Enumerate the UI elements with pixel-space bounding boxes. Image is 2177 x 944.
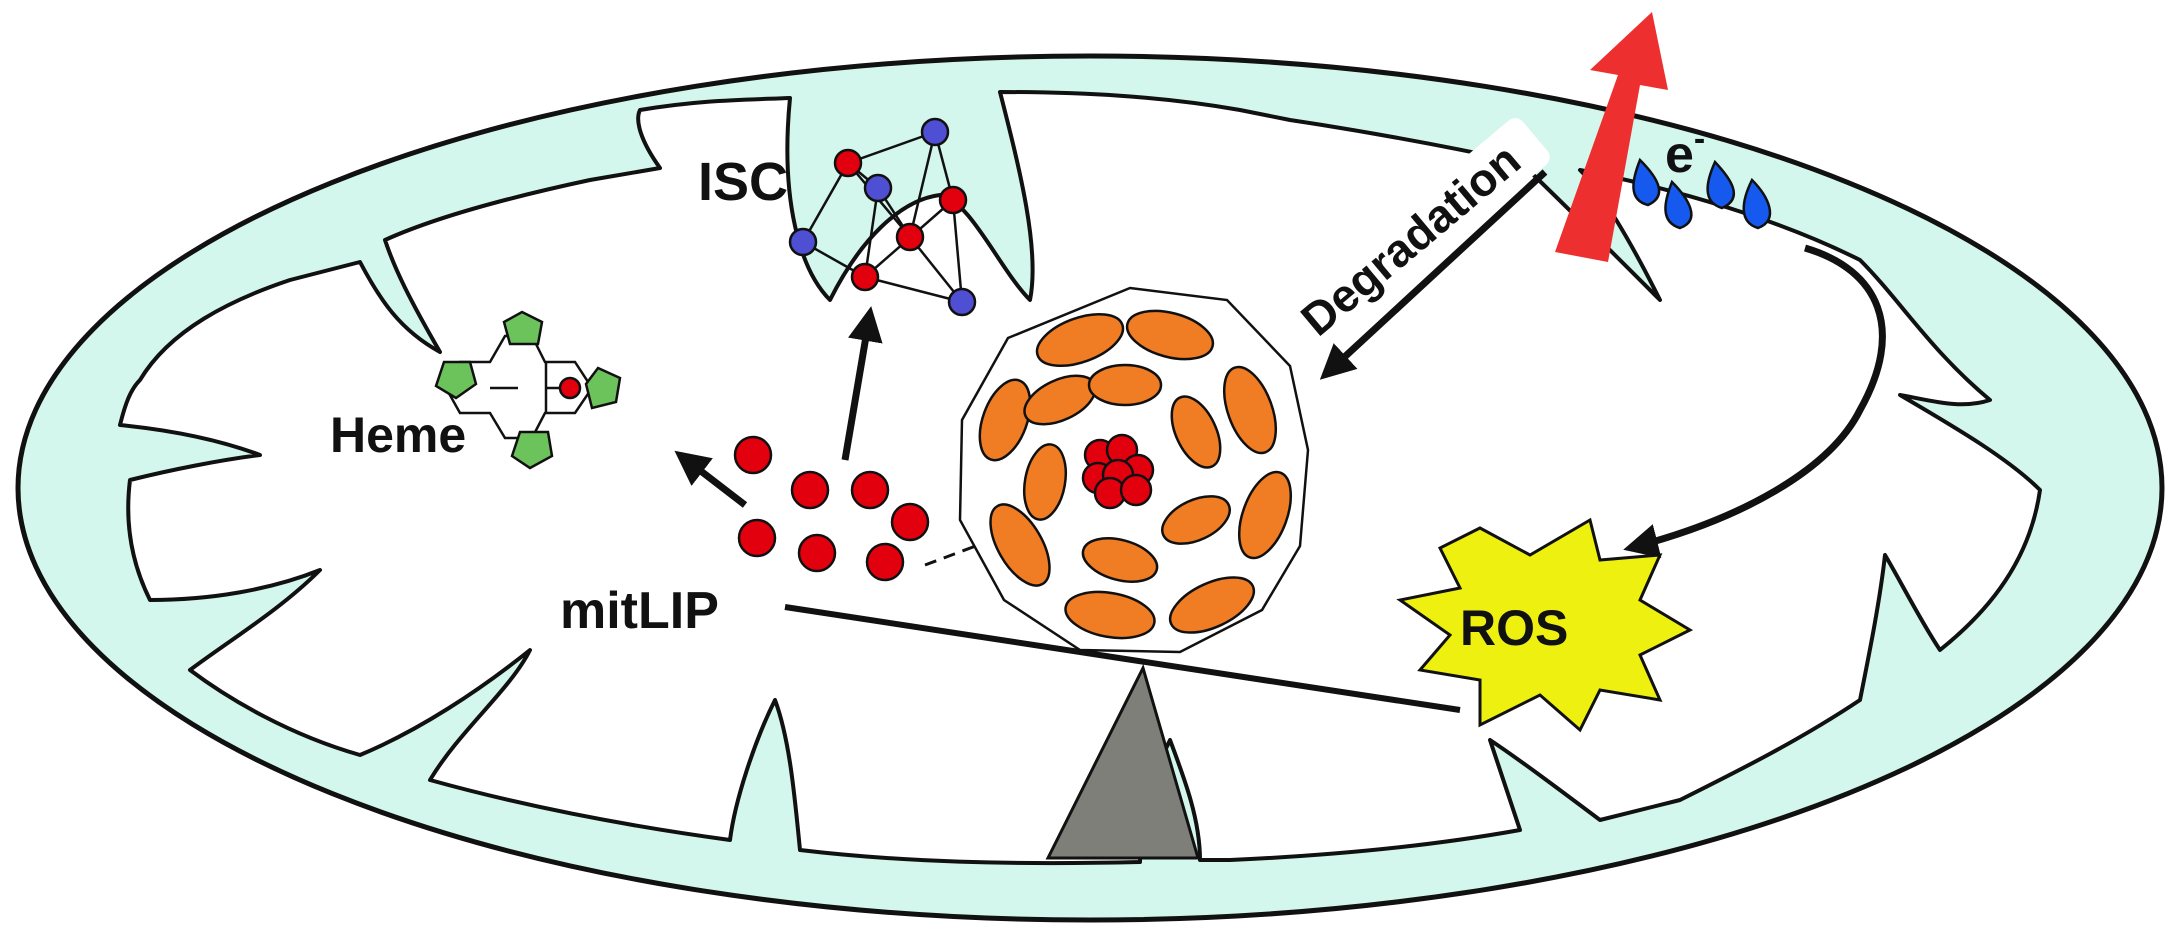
ros-burst-icon <box>1396 517 1694 733</box>
balance-fulcrum-icon <box>1045 663 1200 860</box>
isc-label: ISC <box>698 152 788 212</box>
ros-production-arrow <box>1623 244 1886 559</box>
ros-label: ROS <box>1460 600 1568 656</box>
mitlip-label: mitLIP <box>560 582 719 640</box>
balance-beam <box>784 604 1461 713</box>
degradation-arrow <box>1319 169 1548 380</box>
arrow-to-heme <box>674 450 748 508</box>
iron-sulfur-cluster-icon <box>788 117 977 317</box>
ferritin-shell-icon <box>958 286 1310 654</box>
heme-porphyrin-icon <box>434 310 622 470</box>
labile-iron-pool <box>733 435 930 582</box>
electron-label: e- <box>1665 120 1705 184</box>
heme-label: Heme <box>330 407 466 463</box>
red-arrow-icon <box>1555 12 1668 262</box>
electron-transport-complex-icon <box>1632 157 1772 230</box>
arrow-to-isc <box>841 306 883 461</box>
